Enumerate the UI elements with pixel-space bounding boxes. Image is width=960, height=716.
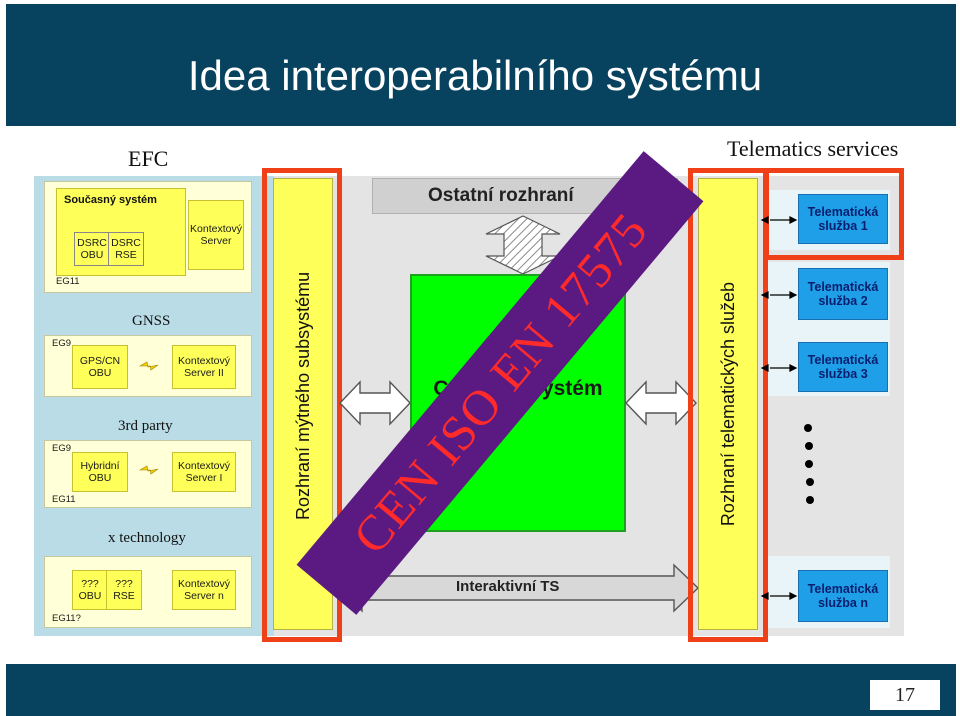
telematics-label: Telematics services xyxy=(727,136,899,161)
dsrc-obu-box: DSRC OBU xyxy=(74,232,110,266)
right-double-arrow xyxy=(625,380,697,426)
gnss-label: GNSS xyxy=(132,313,171,329)
service-1-box: Telematická služba 1 xyxy=(798,194,888,244)
ellipsis-dot xyxy=(806,496,814,504)
header-bar xyxy=(6,4,956,126)
current-system-label: Současný systém xyxy=(64,194,157,206)
eg11-label-a: EG11 xyxy=(56,276,80,287)
other-interfaces-label: Ostatní rozhraní xyxy=(428,185,574,206)
efc-label: EFC xyxy=(128,146,169,171)
left-double-arrow xyxy=(339,380,411,426)
ellipsis-dot xyxy=(804,424,812,432)
eg11-label-b: EG11 xyxy=(52,494,76,505)
context-server-box: Kontextový Server xyxy=(188,200,244,270)
footer-bar xyxy=(6,664,956,716)
page-number: 17 xyxy=(870,680,940,710)
unknown-obu-box: ??? OBU xyxy=(72,570,108,610)
service-3-box: Telematická služba 3 xyxy=(798,342,888,392)
third-party-label: 3rd party xyxy=(118,418,173,434)
context-server-n-box: Kontextový Server n xyxy=(172,570,236,610)
interactive-ts-label: Interaktivní TS xyxy=(456,578,560,595)
eg9-label-b: EG9 xyxy=(52,443,72,454)
context-server-2-box: Kontextový Server II xyxy=(172,345,236,389)
telematics-interface-bar xyxy=(698,178,758,630)
toll-interface-highlight xyxy=(262,168,342,642)
unknown-rse-box: ??? RSE xyxy=(106,570,142,610)
gps-obu-box: GPS/CN OBU xyxy=(72,345,128,389)
page-title: Idea interoperabilního systému xyxy=(187,52,763,99)
hybrid-obu-box: Hybridní OBU xyxy=(72,452,128,492)
dsrc-rse-box: DSRC RSE xyxy=(108,232,144,266)
service-2-box: Telematická služba 2 xyxy=(798,268,888,320)
wireless-icon xyxy=(138,465,159,475)
wireless-icon xyxy=(138,361,159,371)
eg11-label-c: EG11? xyxy=(52,613,81,624)
ellipsis-dot xyxy=(806,478,814,486)
telematics-services-highlight xyxy=(764,168,904,260)
x-technology-label: x technology xyxy=(108,530,186,546)
service-n-box: Telematická služba n xyxy=(798,570,888,622)
ellipsis-dot xyxy=(805,442,813,450)
service-arrows xyxy=(760,216,798,600)
eg9-label-a: EG9 xyxy=(52,338,72,349)
context-server-1-box: Kontextový Server I xyxy=(172,452,236,492)
telematics-interface-highlight xyxy=(688,168,768,642)
ellipsis-dot xyxy=(805,460,813,468)
